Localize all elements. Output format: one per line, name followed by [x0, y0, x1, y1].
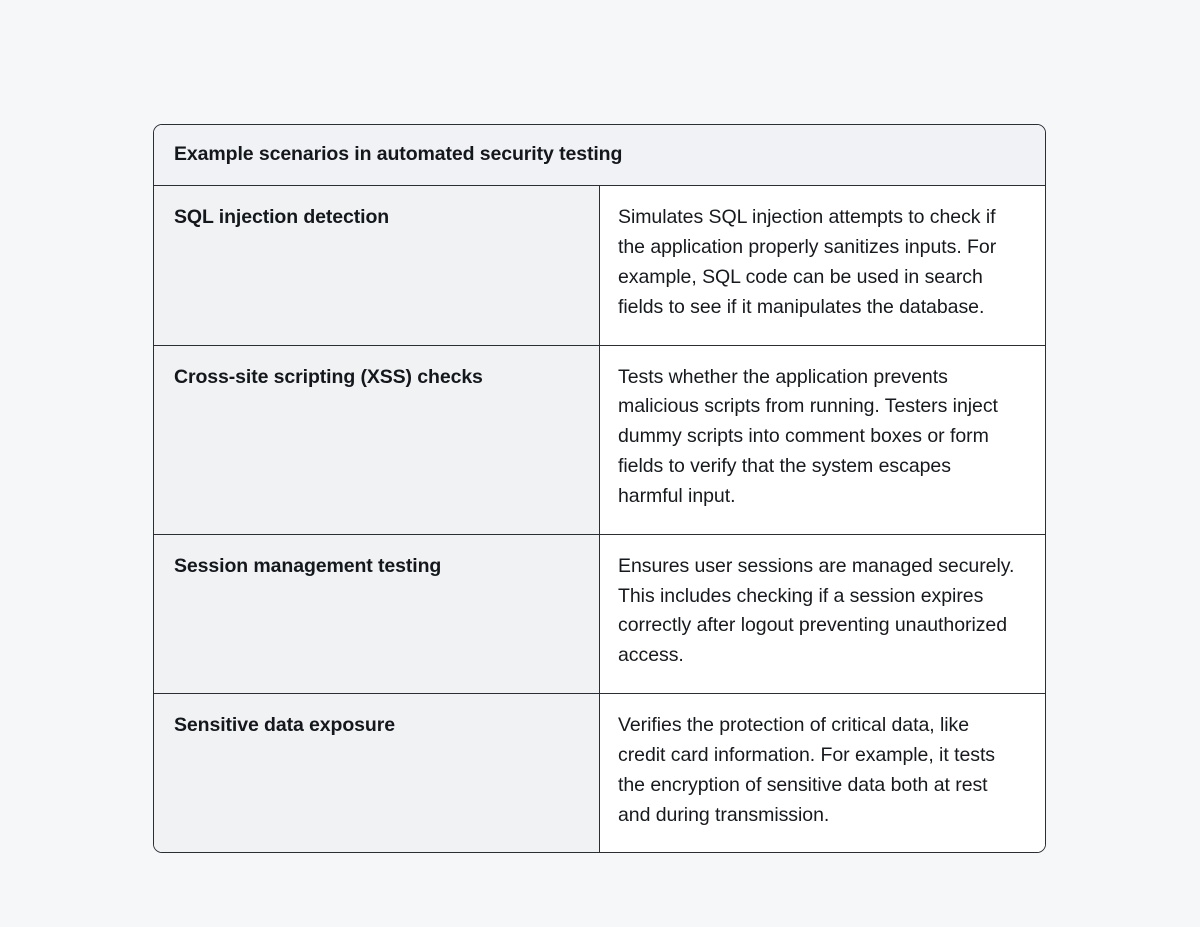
scenario-term: Sensitive data exposure [154, 693, 600, 853]
table-row: Sensitive data exposure Verifies the pro… [154, 693, 1045, 853]
table-header-row: Example scenarios in automated security … [154, 125, 1045, 187]
scenario-description: Tests whether the application prevents m… [599, 345, 1045, 535]
scenario-term: Cross-site scripting (XSS) checks [154, 345, 600, 535]
scenario-term: SQL injection detection [154, 185, 600, 346]
scenario-description: Simulates SQL injection attempts to chec… [599, 185, 1045, 346]
table-row: SQL injection detection Simulates SQL in… [154, 185, 1045, 346]
scenarios-table: Example scenarios in automated security … [154, 125, 1045, 853]
table-row: Session management testing Ensures user … [154, 534, 1045, 695]
table-body: SQL injection detection Simulates SQL in… [154, 185, 1045, 853]
scenario-description: Verifies the protection of critical data… [599, 693, 1045, 853]
scenario-description: Ensures user sessions are managed secure… [599, 534, 1045, 695]
table-head: Example scenarios in automated security … [154, 125, 1045, 187]
table-caption: Example scenarios in automated security … [154, 125, 1045, 187]
scenarios-table-container: Example scenarios in automated security … [153, 124, 1046, 854]
table-row: Cross-site scripting (XSS) checks Tests … [154, 345, 1045, 535]
scenario-term: Session management testing [154, 534, 600, 695]
